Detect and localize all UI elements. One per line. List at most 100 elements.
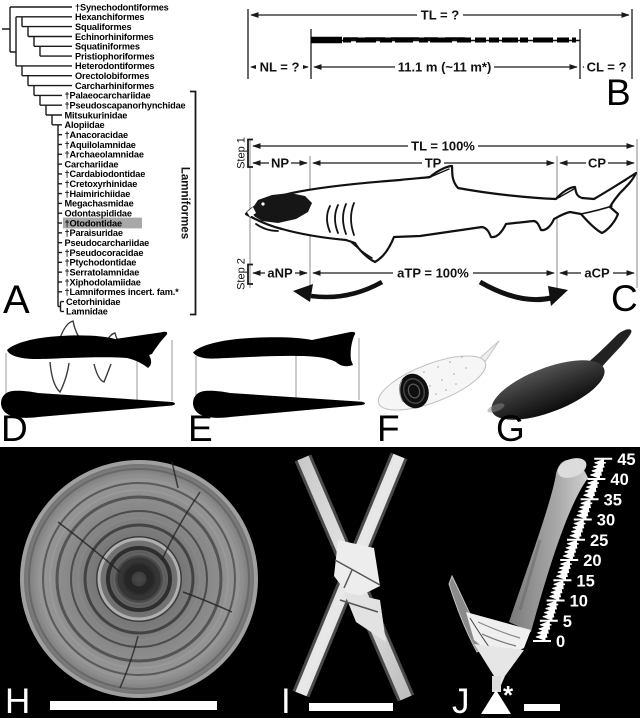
taxon-label: †Paraisuridae (65, 228, 123, 238)
curved-arrow-right (478, 279, 568, 306)
vertebral-column-strip (311, 36, 580, 44)
panel-label-g: G (496, 408, 525, 449)
taxon-label: †Pseudocoracidae (65, 248, 144, 258)
taxon-label: Carchariidae (65, 159, 119, 169)
dark-head-patch (252, 193, 312, 223)
ruler-number: 10 (570, 593, 588, 611)
scale-bar (309, 703, 393, 711)
centrum-cracks (57, 461, 233, 689)
atp-100-label: aTP = 100% (397, 266, 469, 281)
panel-j-centrum-growth-bands: 0 5 10 15 20 25 30 35 40 45 J * (448, 451, 636, 718)
taxon-label: †Haimirichiidae (65, 189, 131, 199)
tl-100-label: TL = 100% (411, 139, 475, 154)
taxon-label: Squatiniformes (75, 42, 140, 52)
taxon-label: Squaliformes (75, 22, 131, 32)
np-label: NP (271, 156, 289, 171)
right-corpus-arm (509, 459, 588, 632)
taxon-label: †Anacoracidae (65, 130, 128, 140)
taxon-label: †Aquilolamnidae (65, 140, 136, 150)
panel-label-e: E (188, 408, 213, 449)
tl-question-label: TL = ? (421, 8, 459, 23)
panel-label-h: H (5, 682, 30, 718)
centrum-funnel (474, 644, 524, 690)
ruler-number: 15 (576, 572, 594, 590)
ruler-number: 0 (556, 633, 565, 651)
panel-label-i: I (281, 682, 291, 718)
taxon-label: Orectolobiformes (75, 71, 149, 81)
step2-label: Step 2 (235, 258, 247, 290)
panel-i-centrum-section: I (281, 452, 415, 718)
ruler-number: 45 (617, 451, 635, 469)
taxon-label: †Synechodontiformes (75, 2, 169, 12)
taxon-label: Alopiidae (65, 120, 105, 130)
otodontidae-highlight (63, 217, 142, 229)
asterisk-marker: * (503, 680, 514, 710)
panel-b-length-schematic: TL = ? NL = ? 11.1 m (~11 m*) CL = ? B (247, 8, 633, 113)
anp-label: aNP (267, 266, 293, 281)
growth-rings (20, 460, 258, 698)
panel-f-mesh-model: F (377, 340, 500, 449)
growth-band-ruler: 0 5 10 15 20 25 30 35 40 45 (533, 451, 636, 651)
lamniformes-bracket (190, 90, 197, 316)
shark-body-silhouette (7, 331, 168, 368)
taxon-label: Megachasmidae (65, 199, 134, 209)
taxon-label: †Palaeocarchariidae (65, 91, 151, 101)
cladogram-tip-stubs (58, 124, 62, 293)
ruler-number: 20 (583, 552, 601, 570)
taxon-label: †Otodontidae (65, 218, 122, 228)
step1-bracket (247, 138, 253, 168)
panel-label-j: J (452, 682, 470, 718)
cp-label: CP (588, 156, 606, 171)
ruler-number: 40 (610, 471, 628, 489)
airfoil-teardrop (193, 390, 365, 418)
panel-label-f: F (377, 408, 400, 449)
centrum-foot (481, 690, 511, 714)
taxon-label: Pseudocarchariidae (65, 238, 150, 248)
step2-bracket (247, 263, 253, 285)
ruler-number: 35 (604, 491, 622, 509)
scale-bar (50, 701, 217, 710)
shark-body-silhouette (193, 331, 356, 367)
taxon-label: †Cardabiodontidae (65, 169, 146, 179)
model-body (491, 360, 605, 420)
taxon-label: †Xiphodolamiidae (65, 277, 141, 287)
airfoil-teardrop (1, 390, 175, 418)
taxon-label: †Pseudoscapanorhynchidae (65, 101, 186, 111)
taxon-label: †Cretoxyrhinidae (65, 179, 138, 189)
panel-label-b: B (606, 72, 631, 113)
taxon-label: Mitsukurinidae (65, 110, 128, 120)
taxon-label: †Serratolamnidae (65, 267, 140, 277)
acp-label: aCP (584, 266, 610, 281)
taxon-label: Carcharhiniformes (75, 81, 154, 91)
panel-label-d: D (1, 408, 28, 449)
panel-d-silhouette-model: D (1, 320, 175, 449)
panel-h-centrum-face: H (5, 460, 258, 718)
ruler-number: 25 (590, 532, 608, 550)
taxon-label: Cetorhinidae (66, 297, 120, 307)
cladogram-taxa-labels: †SynechodontiformesHexanchiformesSqualif… (65, 2, 186, 316)
nl-question-label: NL = ? (260, 60, 300, 75)
panel-g-3d-model: G (487, 329, 632, 449)
panel-a-phylogeny: †SynechodontiformesHexanchiformesSqualif… (2, 2, 197, 322)
column-length-label: 11.1 m (~11 m*) (398, 60, 492, 75)
taxon-label: †Ptychodontidae (65, 258, 137, 268)
lamniformes-bracket-label: Lamniformes (178, 167, 190, 239)
ruler-number: 30 (597, 512, 615, 530)
panel-e-silhouette-model: E (188, 331, 365, 449)
taxon-label: Lamnidae (66, 307, 108, 317)
taxon-label: Hexanchiformes (75, 12, 144, 22)
cl-question-label: CL = ? (587, 60, 627, 75)
scale-bar (524, 704, 560, 711)
taxon-label: †Lamniformes incert. fam.* (65, 287, 180, 297)
shark-drawing (244, 164, 638, 264)
taxon-label: Odontaspididae (65, 209, 132, 219)
cladogram-branches (2, 6, 72, 313)
taxon-label: Echinorhiniformes (75, 32, 154, 42)
panel-label-a: A (3, 278, 30, 322)
taxon-label: Heterodontiformes (75, 61, 155, 71)
curved-arrow-left (293, 280, 384, 302)
taxon-label: †Archaeolamnidae (65, 150, 144, 160)
tp-label: TP (425, 156, 442, 171)
ruler-number: 5 (563, 613, 572, 631)
